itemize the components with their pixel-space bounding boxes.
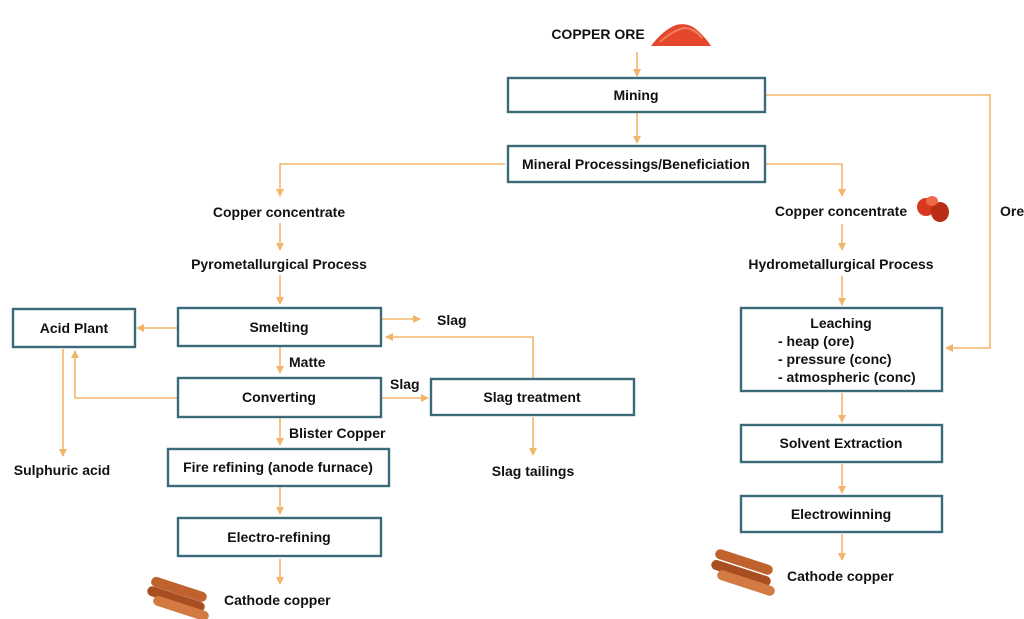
line-processing-to-pyro [276, 163, 505, 197]
mineral-processing-label: Mineral Processings/Beneficiation [522, 156, 750, 172]
slag-label-mid: Slag [390, 376, 420, 392]
blister-copper-label: Blister Copper [289, 425, 386, 441]
pyrometallurgical-label: Pyrometallurgical Process [191, 256, 367, 272]
arrow-converting-to-acid-plant [71, 350, 177, 399]
cathode-copper-rods-icon [711, 549, 775, 596]
copper-concentrate-left-label: Copper concentrate [213, 204, 345, 220]
slag-treatment-box: Slag treatment [429, 377, 636, 417]
matte-label: Matte [289, 354, 326, 370]
mining-label: Mining [613, 87, 658, 103]
leaching-item-atmospheric: - atmospheric (conc) [778, 369, 916, 385]
solvent-extraction-label: Solvent Extraction [780, 435, 903, 451]
leaching-box: Leaching - heap (ore) - pressure (conc) … [739, 306, 944, 393]
leaching-title: Leaching [810, 315, 871, 331]
sulphuric-acid-label: Sulphuric acid [14, 462, 110, 478]
copper-ore-pile-icon [651, 24, 711, 46]
leaching-item-pressure: - pressure (conc) [778, 351, 892, 367]
acid-plant-box: Acid Plant [11, 307, 137, 349]
mining-box: Mining [506, 76, 767, 114]
electrowinning-box: Electrowinning [739, 494, 944, 534]
fire-refining-label: Fire refining (anode furnace) [183, 459, 373, 475]
fire-refining-box: Fire refining (anode furnace) [166, 447, 391, 488]
smelting-label: Smelting [249, 319, 308, 335]
acid-plant-label: Acid Plant [40, 320, 109, 336]
converting-label: Converting [242, 389, 316, 405]
mineral-processing-box: Mineral Processings/Beneficiation [506, 144, 767, 184]
copper-concentrate-icon [917, 196, 949, 222]
converting-box: Converting [176, 376, 383, 419]
flow-lines [59, 52, 991, 585]
copper-ore-title: COPPER ORE [551, 26, 644, 42]
cathode-copper-left-label: Cathode copper [224, 592, 331, 608]
leaching-item-heap: - heap (ore) [778, 333, 854, 349]
slag-treatment-label: Slag treatment [483, 389, 581, 405]
electro-refining-box: Electro-refining [176, 516, 383, 558]
smelting-box: Smelting [176, 306, 383, 348]
electro-refining-label: Electro-refining [227, 529, 330, 545]
ore-label: Ore [1000, 203, 1024, 219]
hydrometallurgical-label: Hydrometallurgical Process [748, 256, 933, 272]
line-processing-to-hydro [766, 163, 846, 197]
electrowinning-label: Electrowinning [791, 506, 891, 522]
copper-concentrate-right-label: Copper concentrate [775, 203, 907, 219]
arrow-mining-ore-bypass [766, 94, 991, 352]
solvent-extraction-box: Solvent Extraction [739, 423, 944, 464]
arrow-slag-treatment-return [385, 333, 534, 380]
cathode-copper-right-label: Cathode copper [787, 568, 894, 584]
slag-label-top: Slag [437, 312, 467, 328]
cathode-copper-rods-icon [147, 576, 209, 619]
slag-tailings-label: Slag tailings [492, 463, 575, 479]
